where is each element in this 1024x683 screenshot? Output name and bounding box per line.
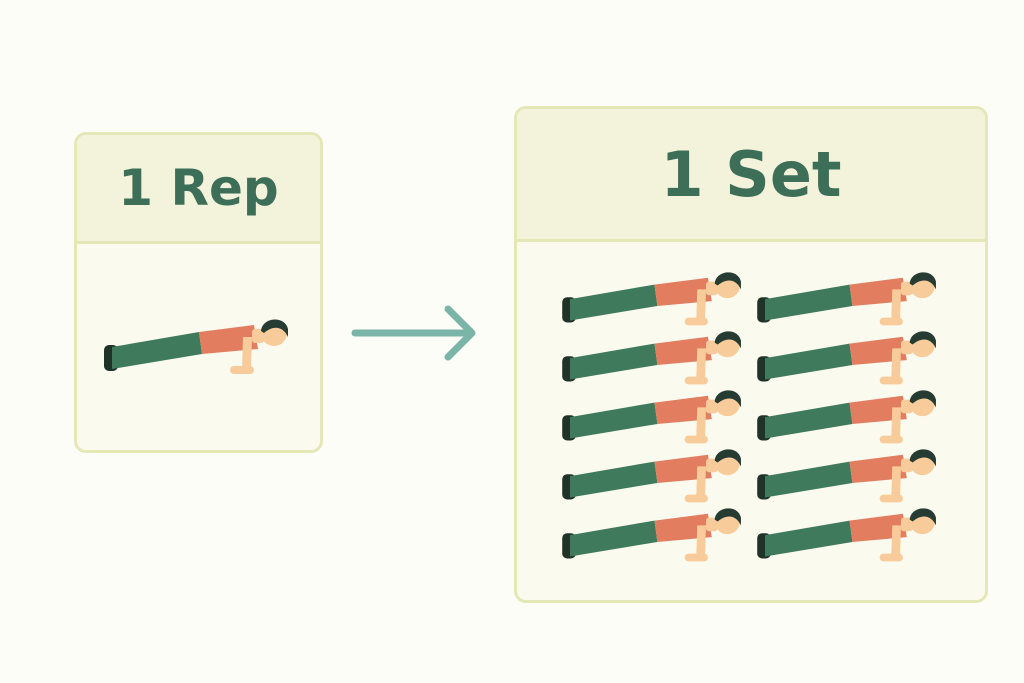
set-card: 1 Set	[514, 106, 988, 603]
set-card-header: 1 Set	[517, 109, 985, 242]
set-card-body	[517, 242, 985, 600]
arrow-right-icon	[351, 305, 476, 361]
pushup-person-icon	[757, 272, 936, 326]
pushup-person-icon	[757, 449, 936, 503]
pushup-person-icon	[757, 508, 936, 562]
rep-card-title: 1 Rep	[118, 159, 279, 217]
pushup-person-icon	[757, 390, 936, 444]
pushup-person-icon	[757, 331, 936, 385]
pushup-person-icon	[562, 449, 741, 503]
pushup-person-icon	[562, 331, 741, 385]
rep-card: 1 Rep	[74, 132, 323, 453]
pushup-person-icon	[104, 319, 288, 374]
rep-card-header: 1 Rep	[77, 135, 320, 244]
pushup-person-icon	[562, 272, 741, 326]
pushup-person-icon	[562, 508, 741, 562]
rep-card-body	[77, 244, 320, 450]
pushup-person-icon	[562, 390, 741, 444]
set-card-title: 1 Set	[660, 137, 842, 211]
